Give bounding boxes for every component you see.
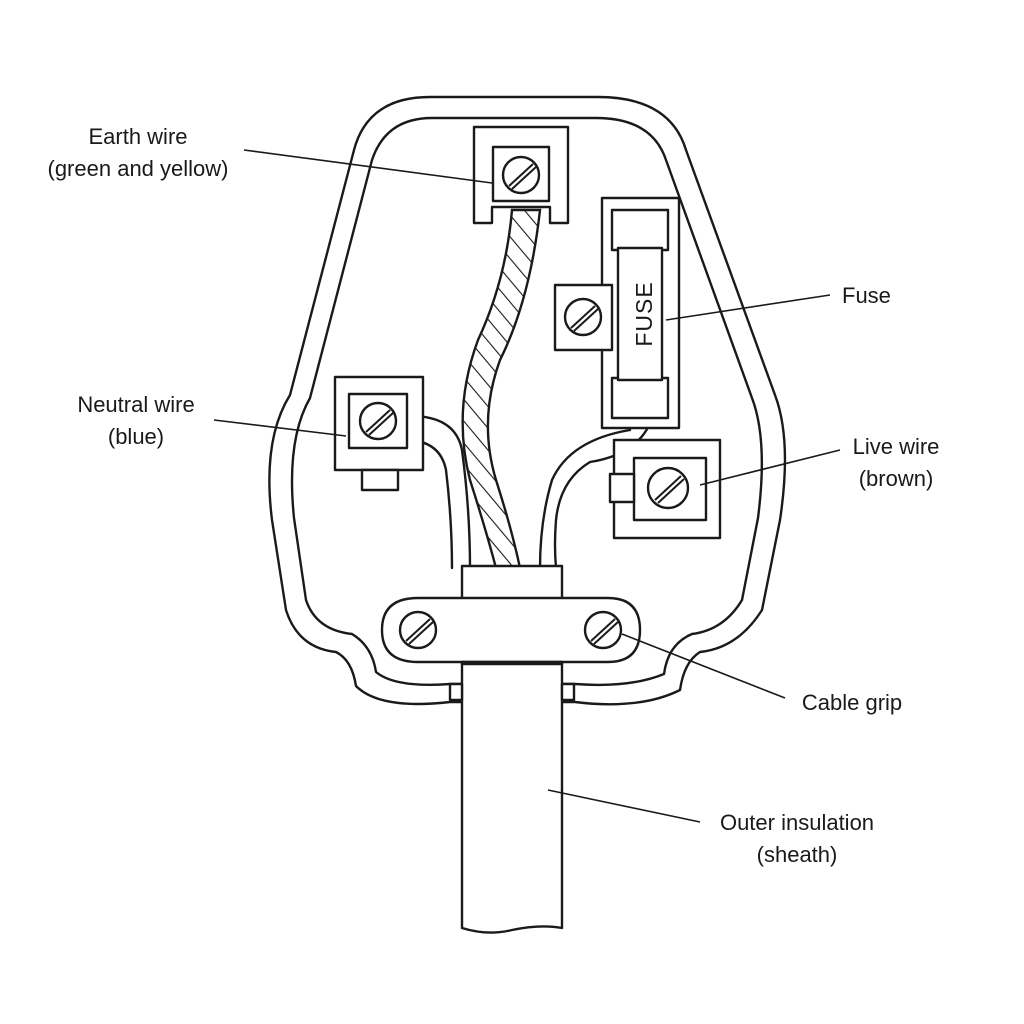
label-fuse: Fuse bbox=[842, 283, 891, 308]
fuse-holder bbox=[600, 196, 681, 430]
label-earth-wire: Earth wire (green and yellow) bbox=[48, 124, 229, 181]
leader-lines bbox=[213, 149, 841, 823]
label-grip-line1: Cable grip bbox=[802, 690, 902, 715]
fuse-leader bbox=[665, 294, 831, 321]
screw-icon bbox=[646, 466, 690, 510]
label-neutral-line2: (blue) bbox=[108, 424, 164, 449]
screw-icon bbox=[358, 401, 398, 441]
screw-icon bbox=[501, 155, 541, 195]
label-live-wire: Live wire (brown) bbox=[853, 434, 940, 491]
label-earth-line1: Earth wire bbox=[88, 124, 187, 149]
live-leader bbox=[699, 449, 841, 486]
earth-terminal bbox=[472, 125, 570, 225]
label-cable-grip: Cable grip bbox=[802, 690, 902, 715]
screw-icon bbox=[398, 610, 438, 650]
label-outer-insulation: Outer insulation (sheath) bbox=[720, 810, 874, 867]
label-sheath-line1: Outer insulation bbox=[720, 810, 874, 835]
label-fuse-line1: Fuse bbox=[842, 283, 891, 308]
screw-icon bbox=[563, 297, 603, 337]
cable-sheath bbox=[448, 564, 576, 934]
fuse-text: FUSE bbox=[631, 281, 657, 346]
screw-icon bbox=[583, 610, 623, 650]
label-neutral-line1: Neutral wire bbox=[77, 392, 194, 417]
fuse: FUSE bbox=[616, 246, 664, 382]
grip-leader bbox=[621, 633, 786, 699]
earth-leader bbox=[243, 149, 493, 184]
label-live-line2: (brown) bbox=[859, 466, 934, 491]
label-earth-line2: (green and yellow) bbox=[48, 156, 229, 181]
label-sheath-line2: (sheath) bbox=[757, 842, 838, 867]
neutral-leader bbox=[213, 419, 347, 437]
earth-wire bbox=[461, 208, 542, 570]
label-neutral-wire: Neutral wire (blue) bbox=[77, 392, 194, 449]
live-terminal bbox=[608, 438, 722, 540]
label-live-line1: Live wire bbox=[853, 434, 940, 459]
sheath-leader bbox=[547, 789, 701, 823]
neutral-wire bbox=[403, 414, 472, 570]
cable-grip bbox=[380, 596, 642, 666]
fuse-terminal bbox=[553, 283, 614, 352]
neutral-terminal bbox=[333, 375, 425, 492]
